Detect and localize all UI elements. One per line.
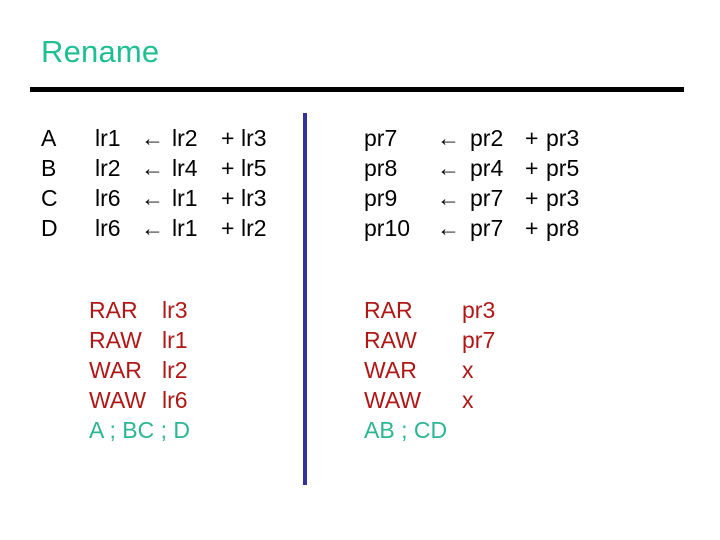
plus-operator: + — [221, 155, 235, 181]
hazard-row: WAW lr6 — [89, 385, 190, 415]
instruction-destination: pr7 — [364, 125, 398, 151]
instruction-tag: C — [41, 185, 58, 211]
instruction-source-1: pr2 — [470, 125, 504, 151]
assign-arrow-icon: ← — [141, 125, 164, 151]
assign-arrow-icon: ← — [437, 185, 460, 211]
instruction-tag: D — [41, 215, 58, 241]
plus-operator: + — [525, 125, 539, 151]
plus-operator: + — [525, 155, 539, 181]
instruction-tag: B — [41, 155, 57, 181]
hazard-type-label: WAW — [89, 387, 147, 413]
assign-arrow-icon: ← — [141, 155, 164, 181]
instruction-row: C lr6 ← lr1 + lr3 — [41, 183, 267, 213]
instruction-source-1: lr2 — [172, 125, 198, 151]
hazard-row: RAW pr7 — [364, 325, 495, 355]
instruction-source-1: pr7 — [470, 215, 504, 241]
instruction-source-2: lr2 — [241, 215, 267, 241]
hazard-register-value: pr3 — [462, 297, 496, 323]
instruction-destination: lr1 — [95, 125, 121, 151]
hazard-type-label: WAR — [364, 357, 417, 383]
hazard-row: WAW x — [364, 385, 495, 415]
instruction-source-1: pr7 — [470, 185, 504, 211]
instruction-source-2: lr5 — [241, 155, 267, 181]
instruction-source-1: pr4 — [470, 155, 504, 181]
hazard-row: WAR lr2 — [89, 355, 190, 385]
instruction-destination: lr2 — [95, 155, 121, 181]
instruction-tag: A — [41, 125, 57, 151]
hazard-type-label: RAW — [89, 327, 142, 353]
hazard-register-value: lr6 — [162, 387, 188, 413]
instruction-row: pr10 ← pr7 + pr8 — [364, 213, 579, 243]
instruction-source-2: lr3 — [241, 125, 267, 151]
instruction-row: A lr1 ← lr2 + lr3 — [41, 123, 267, 153]
instruction-source-2: pr5 — [546, 155, 580, 181]
hazard-type-label: RAR — [364, 297, 413, 323]
plus-operator: + — [525, 185, 539, 211]
vertical-column-divider — [303, 113, 307, 485]
execution-order-note: AB ; CD — [364, 417, 448, 443]
hazard-type-label: WAW — [364, 387, 422, 413]
architectural-instruction-list: A lr1 ← lr2 + lr3 B lr2 ← lr4 + lr5 C lr… — [41, 123, 267, 243]
instruction-source-2: lr3 — [241, 185, 267, 211]
assign-arrow-icon: ← — [141, 215, 164, 241]
hazard-row: RAR pr3 — [364, 295, 495, 325]
instruction-source-2: pr3 — [546, 125, 580, 151]
hazard-type-label: WAR — [89, 357, 142, 383]
hazard-register-value: x — [462, 387, 474, 413]
physical-instruction-list: pr7 ← pr2 + pr3 pr8 ← pr4 + pr5 pr9 ← pr… — [364, 123, 579, 243]
instruction-destination: lr6 — [95, 185, 121, 211]
physical-hazard-list: RAR pr3 RAW pr7 WAR x WAW x AB ; CD — [364, 295, 495, 445]
plus-operator: + — [221, 185, 235, 211]
hazard-row: RAW lr1 — [89, 325, 190, 355]
instruction-destination: lr6 — [95, 215, 121, 241]
hazard-type-label: RAR — [89, 297, 138, 323]
plus-operator: + — [221, 215, 235, 241]
instruction-row: pr8 ← pr4 + pr5 — [364, 153, 579, 183]
hazard-row: WAR x — [364, 355, 495, 385]
hazard-type-label: RAW — [364, 327, 417, 353]
assign-arrow-icon: ← — [437, 215, 460, 241]
instruction-destination: pr9 — [364, 185, 398, 211]
instruction-row: D lr6 ← lr1 + lr2 — [41, 213, 267, 243]
instruction-source-2: pr3 — [546, 185, 580, 211]
execution-order-note: A ; BC ; D — [89, 417, 190, 443]
instruction-destination: pr8 — [364, 155, 398, 181]
instruction-row: pr9 ← pr7 + pr3 — [364, 183, 579, 213]
plus-operator: + — [221, 125, 235, 151]
architectural-hazard-list: RAR lr3 RAW lr1 WAR lr2 WAW lr6 A ; BC ;… — [89, 295, 190, 445]
hazard-register-value: lr3 — [162, 297, 188, 323]
hazard-row: RAR lr3 — [89, 295, 190, 325]
assign-arrow-icon: ← — [437, 125, 460, 151]
hazard-register-value: lr1 — [162, 327, 188, 353]
title-divider-rule — [30, 87, 684, 92]
instruction-destination: pr10 — [364, 215, 411, 241]
instruction-source-1: lr1 — [172, 215, 198, 241]
hazard-register-value: lr2 — [162, 357, 188, 383]
instruction-source-2: pr8 — [546, 215, 580, 241]
assign-arrow-icon: ← — [141, 185, 164, 211]
assign-arrow-icon: ← — [437, 155, 460, 181]
instruction-row: pr7 ← pr2 + pr3 — [364, 123, 579, 153]
page-title: Rename — [41, 34, 160, 69]
instruction-source-1: lr1 — [172, 185, 198, 211]
hazard-register-value: x — [462, 357, 474, 383]
instruction-source-1: lr4 — [172, 155, 198, 181]
hazard-register-value: pr7 — [462, 327, 496, 353]
instruction-row: B lr2 ← lr4 + lr5 — [41, 153, 267, 183]
plus-operator: + — [525, 215, 539, 241]
